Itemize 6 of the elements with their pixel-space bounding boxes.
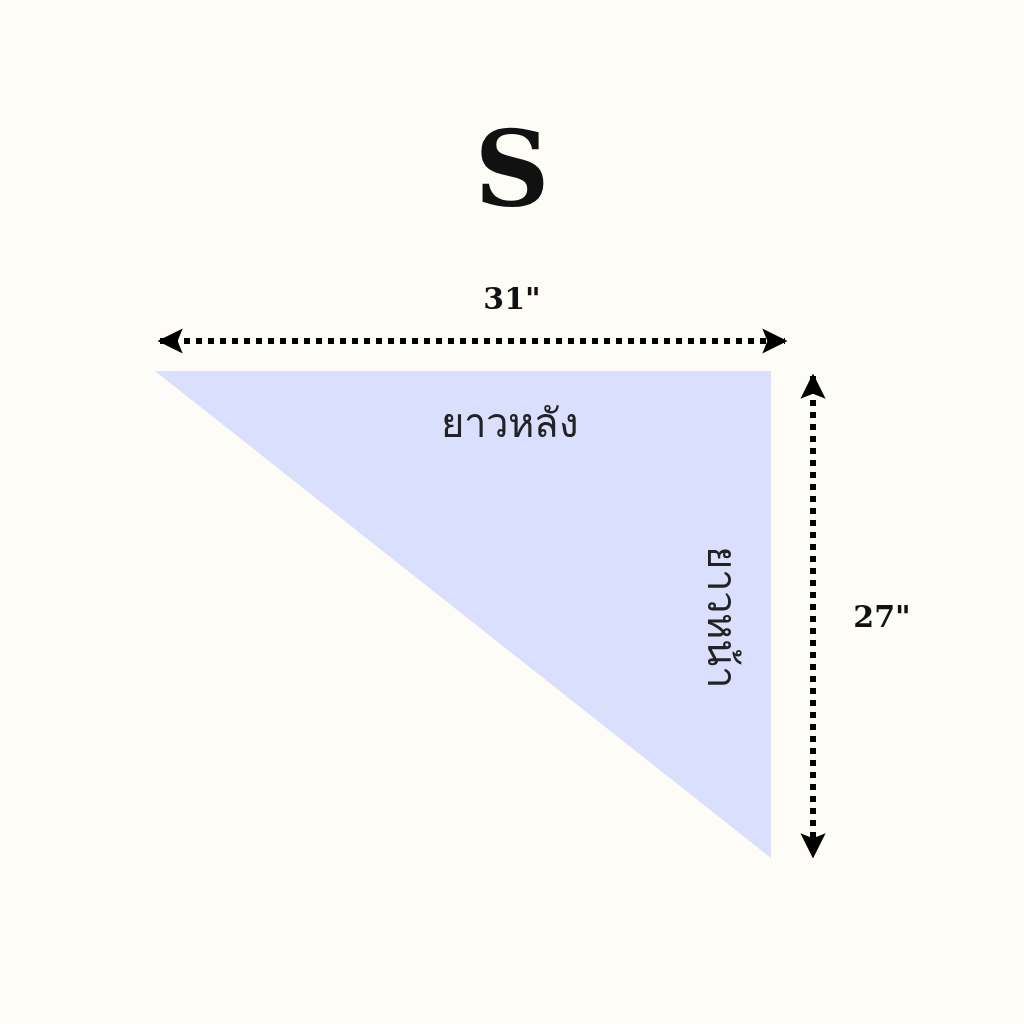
triangle-panel xyxy=(155,371,771,858)
side-label: ยาวหลัง xyxy=(440,403,580,443)
dimension-label: 31" xyxy=(482,284,542,314)
size-title: S xyxy=(473,118,551,222)
dimension-label: 27" xyxy=(852,602,912,632)
side-label: ยาวหน้า xyxy=(702,545,742,690)
